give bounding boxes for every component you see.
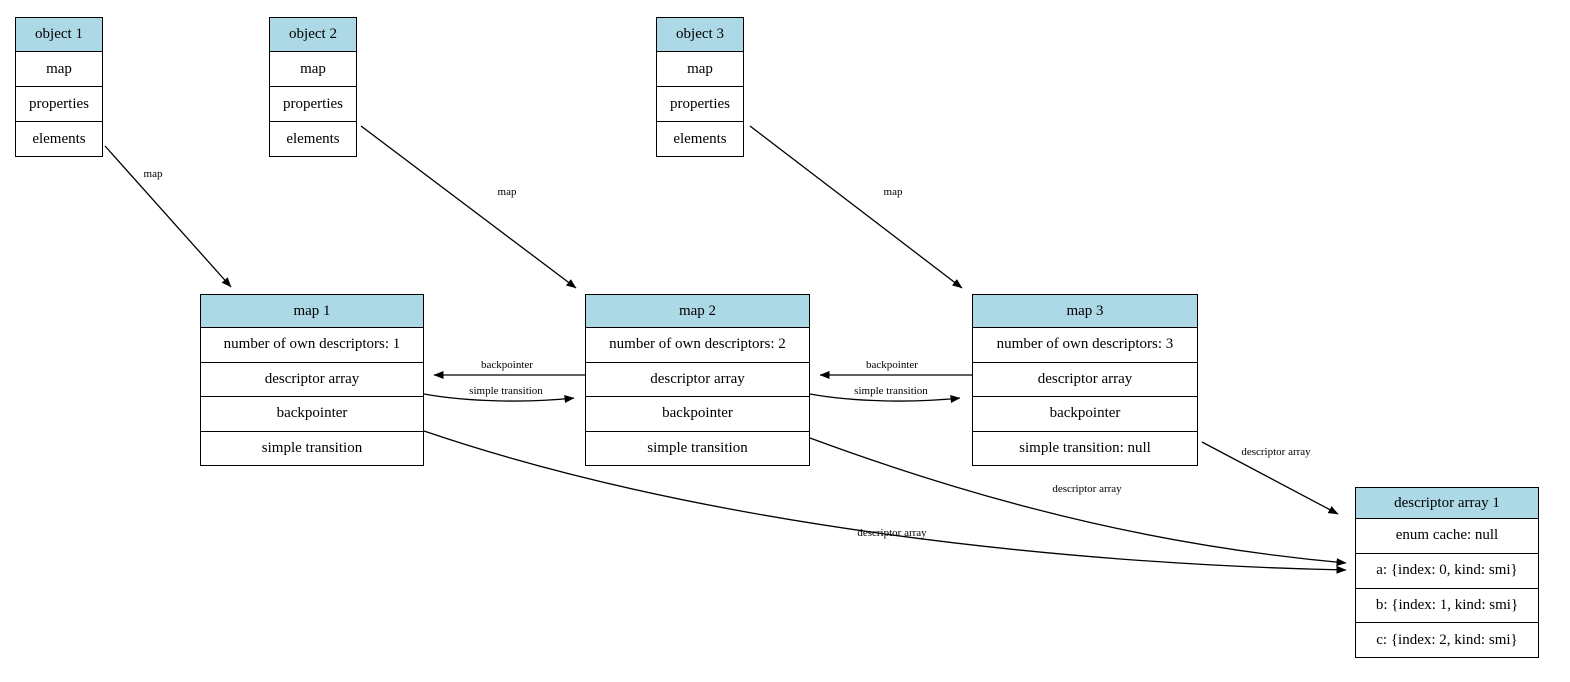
map2-title: map 2 [586,295,809,328]
edge-map3-to-descriptor-array [1201,441,1339,515]
object2-row-properties: properties [270,86,356,121]
edge-label-object3-map: map [883,186,903,198]
edge-label-backpointer-2-1: backpointer [481,359,533,371]
map1-row-simple-transition: simple transition [201,430,423,465]
object2-node: object 2 map properties elements [269,17,357,157]
map2-row-backpointer: backpointer [586,396,809,431]
object1-title: object 1 [16,18,102,52]
descriptor-array-row-enum-cache: enum cache: null [1356,519,1538,553]
map3-node: map 3 number of own descriptors: 3 descr… [972,294,1198,466]
descriptor-array-row-a: a: {index: 0, kind: smi} [1356,552,1538,588]
descriptor-array-title: descriptor array 1 [1356,488,1538,519]
object3-row-map: map [657,52,743,86]
object1-row-elements: elements [16,121,102,156]
map1-row-num-descriptors: number of own descriptors: 1 [201,328,423,362]
map1-row-descriptor-array: descriptor array [201,361,423,396]
edge-label-backpointer-3-2: backpointer [866,359,918,371]
map3-row-num-descriptors: number of own descriptors: 3 [973,328,1197,362]
object2-row-map: map [270,52,356,86]
object3-row-elements: elements [657,121,743,156]
map2-row-num-descriptors: number of own descriptors: 2 [586,328,809,362]
object3-node: object 3 map properties elements [656,17,744,157]
edge-label-transition-2-3: simple transition [854,385,928,397]
map1-node: map 1 number of own descriptors: 1 descr… [200,294,424,466]
descriptor-array-node: descriptor array 1 enum cache: null a: {… [1355,487,1539,659]
map2-row-simple-transition: simple transition [586,430,809,465]
edge-label-map2-descriptor-array: descriptor array [1052,483,1122,495]
edge-label-map1-descriptor-array: descriptor array [857,527,927,539]
map3-row-descriptor-array: descriptor array [973,361,1197,396]
edge-label-object1-map: map [143,168,163,180]
edge-label-map3-descriptor-array: descriptor array [1241,446,1311,458]
object1-row-properties: properties [16,86,102,121]
edge-object3-to-map3 [749,125,963,289]
object3-row-properties: properties [657,86,743,121]
object2-row-elements: elements [270,121,356,156]
edge-map1-to-descriptor-array [423,430,1347,574]
map2-row-descriptor-array: descriptor array [586,361,809,396]
object1-node: object 1 map properties elements [15,17,103,157]
map1-row-backpointer: backpointer [201,396,423,431]
map2-node: map 2 number of own descriptors: 2 descr… [585,294,810,466]
edge-map2-to-descriptor-array [809,437,1347,567]
map3-row-simple-transition: simple transition: null [973,430,1197,465]
edge-object1-to-map1 [104,145,232,288]
map1-title: map 1 [201,295,423,328]
edge-map1-transition-to-map2 [423,393,575,404]
descriptor-array-row-c: c: {index: 2, kind: smi} [1356,622,1538,658]
edge-object2-to-map2 [360,125,577,289]
object1-row-map: map [16,52,102,86]
descriptor-array-row-b: b: {index: 1, kind: smi} [1356,587,1538,623]
map3-row-backpointer: backpointer [973,396,1197,431]
edge-map2-transition-to-map3 [809,393,961,404]
map3-title: map 3 [973,295,1197,328]
edge-label-transition-1-2: simple transition [469,385,543,397]
object2-title: object 2 [270,18,356,52]
edge-label-object2-map: map [497,186,517,198]
object3-title: object 3 [657,18,743,52]
